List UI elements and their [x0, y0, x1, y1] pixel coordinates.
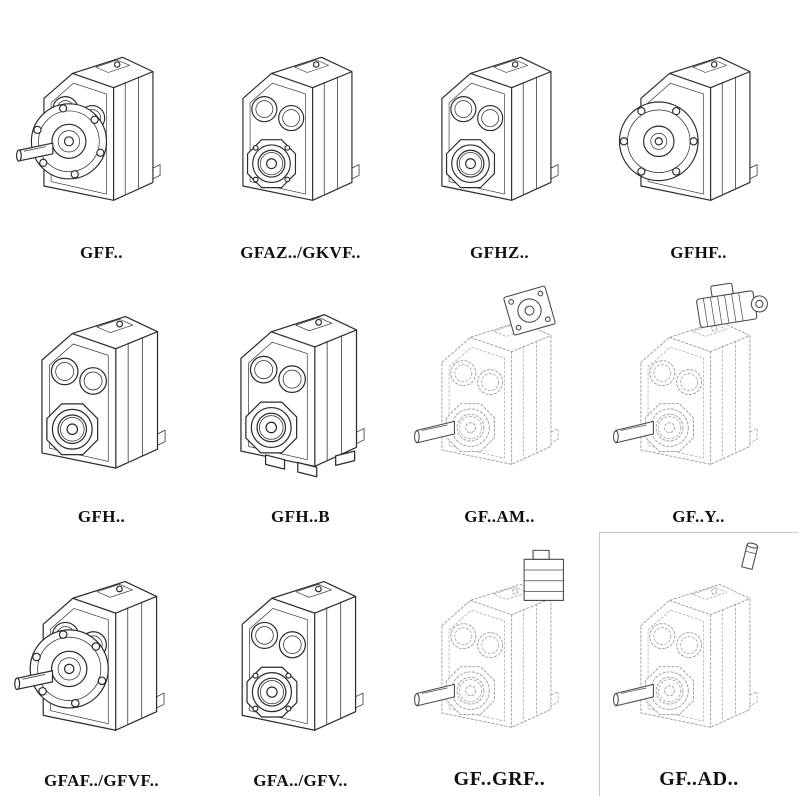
hollow-shaft-bearing	[244, 401, 297, 454]
gearbox-cell-gfh: GFH..	[2, 268, 201, 532]
gearbox-drawing-gfa-gfv	[202, 534, 399, 768]
gearbox-model-label: GF..GRF..	[453, 768, 546, 790]
gearbox-model-label: GFAZ../GKVF..	[240, 243, 361, 262]
gearbox-model-label: GF..Y..	[672, 507, 725, 526]
gearbox-drawing-gf-am	[401, 270, 598, 504]
gearbox-cell-gfaz-gkvf: GFAZ../GKVF..	[201, 4, 400, 268]
gearbox-drawing-gfaz-gkvf	[202, 6, 399, 240]
hollow-shaft-bearing	[445, 139, 495, 189]
gearbox-drawing-gfhz	[401, 6, 598, 240]
gearbox-drawing-gf-grf	[401, 534, 598, 765]
gearbox-cell-gfh-b: GFH..B	[201, 268, 400, 532]
gearbox-drawing-gf-ad	[601, 535, 797, 765]
attached-motor	[693, 277, 770, 329]
hollow-shaft-bearing	[45, 403, 98, 456]
gearbox-cell-gf-am: GF..AM..	[400, 268, 599, 532]
gearbox-cell-gfhz: GFHZ..	[400, 4, 599, 268]
gearbox-drawing-gfaf-gfvf	[3, 534, 200, 768]
gearbox-model-label: GFF..	[80, 243, 123, 262]
gearbox-cell-gff: GFF..	[2, 4, 201, 268]
gearbox-cell-gfaf-gfvf: GFAF../GFVF..	[2, 532, 201, 796]
gearbox-model-label: GF..AM..	[464, 507, 535, 526]
output-flange-with-shaft	[13, 629, 109, 709]
attached-primary-gear-unit	[523, 549, 564, 601]
gearbox-model-label: GFHF..	[670, 243, 727, 262]
gearbox-cell-gfa-gfv: GFA../GFV..	[201, 532, 400, 796]
gearbox-model-label: GF..AD..	[659, 768, 739, 790]
gearbox-cell-gfhf: GFHF..	[599, 4, 798, 268]
input-shaft	[741, 541, 759, 570]
gearbox-drawing-gff	[3, 6, 200, 240]
gearbox-model-label: GFAF../GFVF..	[43, 771, 160, 790]
gearbox-cell-gf-y: GF..Y..	[599, 268, 798, 532]
gearbox-drawing-gfh-b	[202, 270, 399, 504]
output-flange	[618, 101, 699, 182]
gearbox-drawing-gf-y	[600, 270, 797, 504]
output-flange-with-shaft	[15, 103, 107, 180]
gearbox-cell-gf-grf: GF..GRF..	[400, 532, 599, 796]
gearbox-model-label: GFH..B	[270, 507, 331, 526]
gearbox-model-label: GFA../GFV..	[253, 771, 348, 790]
gearbox-cell-gf-ad: GF..AD..	[599, 532, 798, 796]
gearbox-model-label: GFH..	[77, 507, 126, 526]
gearbox-drawing-gfhf	[600, 6, 797, 240]
gearbox-model-label: GFHZ..	[469, 243, 530, 262]
gearbox-drawing-gfh	[3, 270, 200, 504]
